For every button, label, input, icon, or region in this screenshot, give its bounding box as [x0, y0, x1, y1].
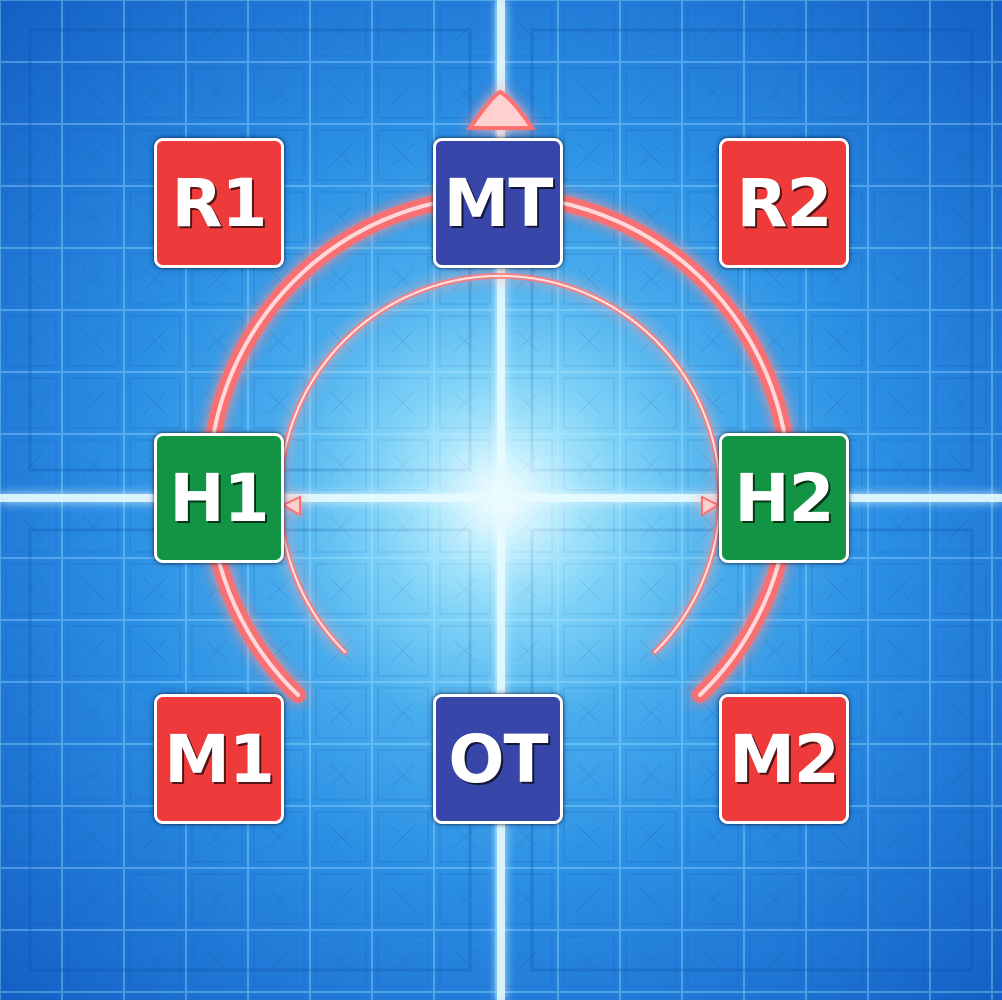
waymark-m1-label: M1 [164, 720, 275, 798]
waymark-m2[interactable]: M2 [719, 694, 849, 824]
waymark-h1-label: H1 [169, 459, 269, 537]
waymark-m1[interactable]: M1 [154, 694, 284, 824]
waymark-h2[interactable]: H2 [719, 433, 849, 563]
waymark-h2-label: H2 [734, 459, 834, 537]
waymark-m2-label: M2 [729, 720, 840, 798]
waymark-r2[interactable]: R2 [719, 138, 849, 268]
waymark-ot-label: OT [448, 720, 548, 798]
waymark-r2-label: R2 [736, 164, 833, 242]
waymark-mt[interactable]: MT [433, 138, 563, 268]
waymark-r1-label: R1 [171, 164, 268, 242]
waymark-mt-label: MT [443, 164, 554, 242]
waymark-h1[interactable]: H1 [154, 433, 284, 563]
waymark-r1[interactable]: R1 [154, 138, 284, 268]
waymark-ot[interactable]: OT [433, 694, 563, 824]
